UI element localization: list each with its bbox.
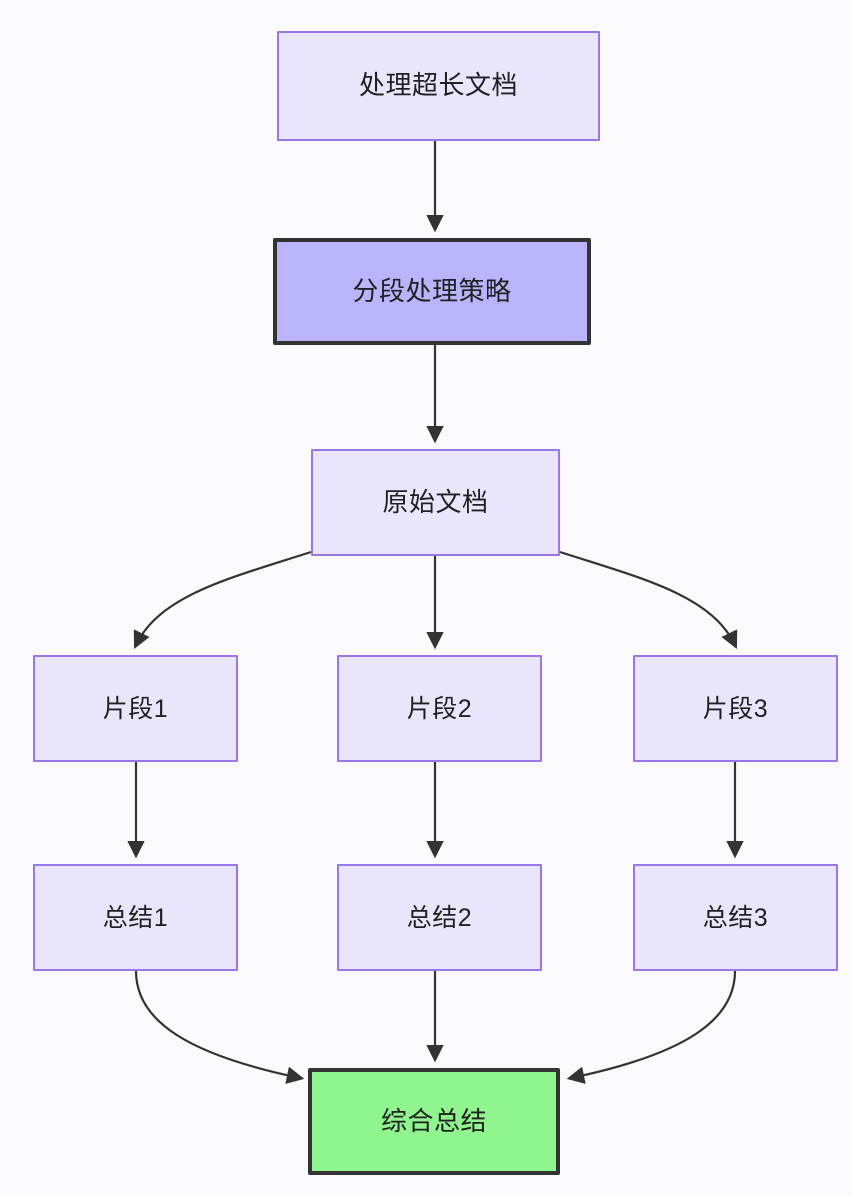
node-source-doc[interactable]: 原始文档 — [311, 449, 560, 556]
node-summary-3[interactable]: 总结3 — [633, 864, 838, 971]
node-summary-1[interactable]: 总结1 — [33, 864, 238, 971]
node-summary-2[interactable]: 总结2 — [337, 864, 542, 971]
node-label: 总结1 — [102, 903, 169, 932]
node-process-long-doc[interactable]: 处理超长文档 — [277, 31, 600, 141]
node-chunk-strategy[interactable]: 分段处理策略 — [273, 238, 591, 345]
node-fragment-2[interactable]: 片段2 — [337, 655, 542, 762]
node-label: 片段1 — [102, 694, 169, 723]
node-label: 综合总结 — [380, 1105, 487, 1136]
edge-summary-1-to-final — [134, 970, 305, 1084]
edge-source-to-fragment-3 — [559, 550, 738, 649]
node-fragment-3[interactable]: 片段3 — [633, 655, 838, 762]
edge-summary-3-to-final — [566, 970, 737, 1084]
node-label: 总结3 — [702, 903, 769, 932]
node-label: 处理超长文档 — [358, 70, 518, 101]
node-fragment-1[interactable]: 片段1 — [33, 655, 238, 762]
edge-source-to-fragment-1 — [133, 550, 312, 649]
node-final-summary[interactable]: 综合总结 — [308, 1068, 560, 1175]
node-label: 片段3 — [702, 694, 769, 723]
node-label: 原始文档 — [382, 486, 489, 517]
node-label: 片段2 — [406, 694, 473, 723]
node-label: 总结2 — [406, 903, 473, 932]
node-label: 分段处理策略 — [352, 275, 512, 306]
